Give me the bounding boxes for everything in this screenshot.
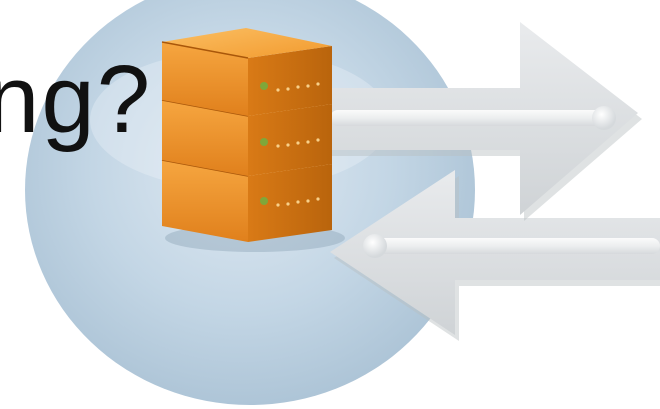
server-unit-top — [162, 28, 332, 116]
server-stack-icon — [162, 28, 345, 252]
slide-caption-text: ng? — [0, 52, 152, 148]
